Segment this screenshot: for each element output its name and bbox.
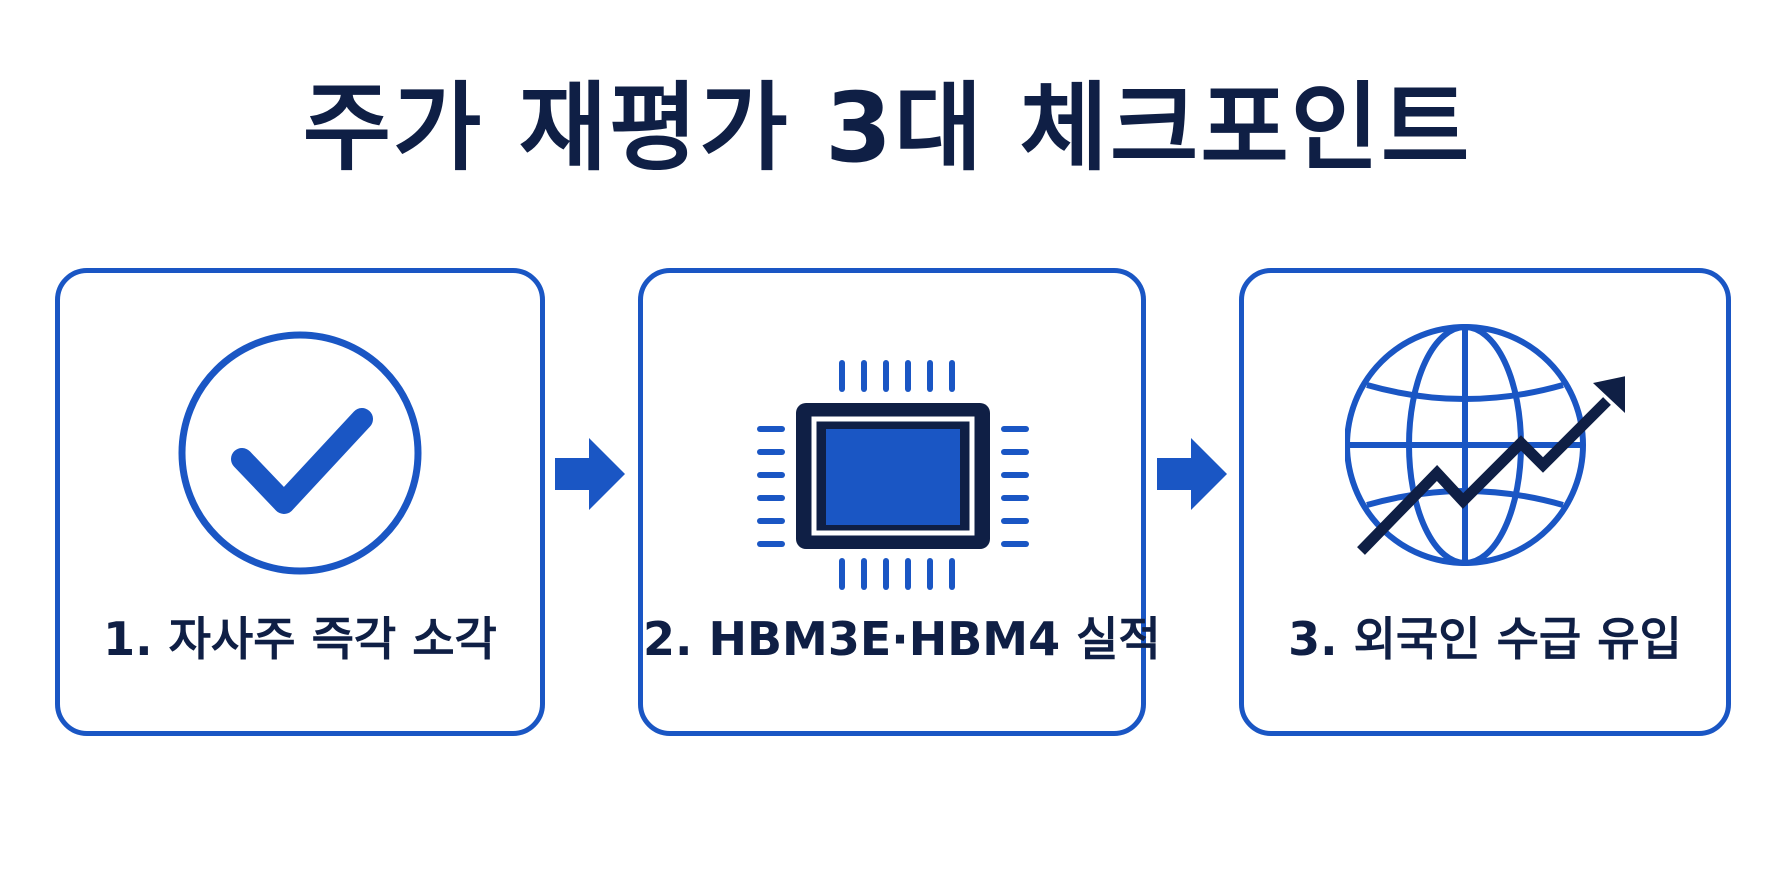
arrow-right-icon — [553, 432, 629, 516]
page-title: 주가 재평가 3대 체크포인트 — [302, 72, 1472, 184]
checkpoint-label-3: 3. 외국인 수급 유입 — [1288, 612, 1682, 666]
check-circle-icon — [160, 313, 440, 593]
checkpoint-label-1: 1. 자사주 즉각 소각 — [103, 612, 497, 666]
checkpoint-card-2: 2. HBM3E·HBM4 실적 — [638, 268, 1161, 736]
chip-icon — [752, 313, 1032, 593]
checkpoint-card-1: 1. 자사주 즉각 소각 — [55, 268, 545, 736]
checkpoint-label-2: 2. HBM3E·HBM4 실적 — [643, 612, 1161, 666]
arrow-right-icon — [1155, 432, 1231, 516]
checkpoint-card-3: 3. 외국인 수급 유입 — [1239, 268, 1731, 736]
globe-trend-icon — [1344, 313, 1631, 593]
